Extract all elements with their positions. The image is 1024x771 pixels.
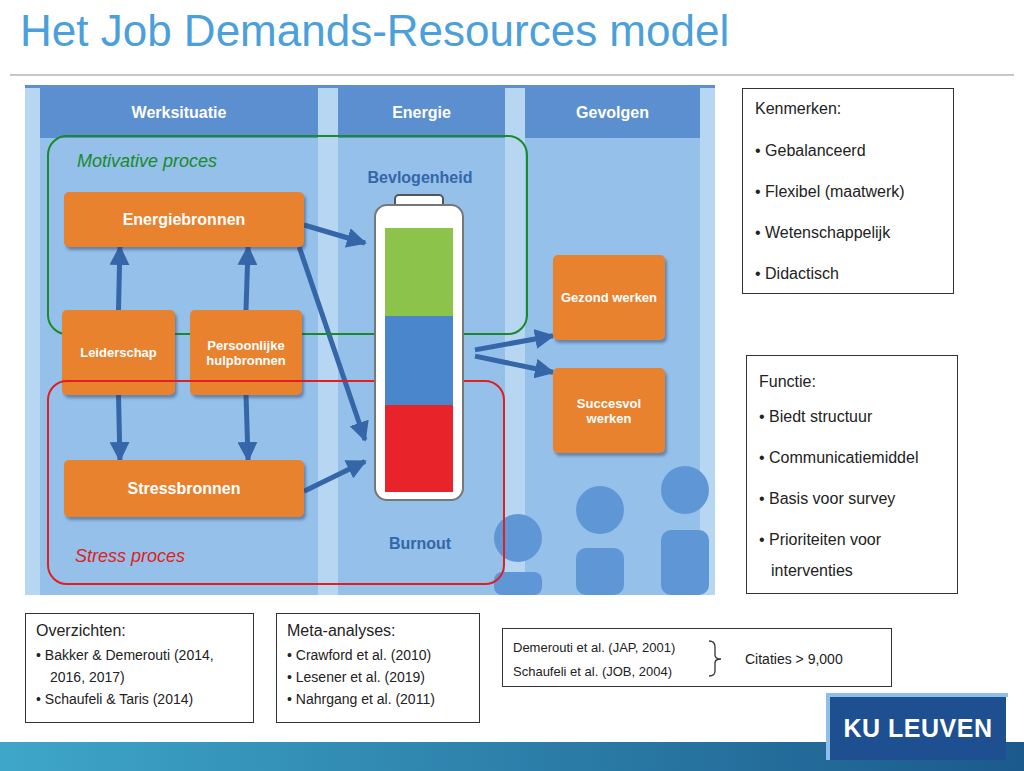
flow-arrow	[119, 395, 120, 460]
reference-box: Meta-analyses:• Crawford et al. (2010)• …	[276, 613, 480, 723]
node-label: • Biedt structuur	[759, 401, 945, 432]
node-label: Leiderschap	[80, 345, 157, 360]
process-box: Energiebronnen	[64, 192, 304, 247]
node-label: KU LEUVEN	[844, 714, 993, 743]
text-panel: Functie: • Biedt structuur • Communicatiem…	[746, 355, 958, 594]
node-label: Motivative proces	[77, 151, 217, 172]
node-label: Stress proces	[75, 546, 185, 567]
node-label: • Gebalanceerd	[755, 141, 941, 161]
title-rule	[10, 75, 1014, 76]
flow-arrow	[475, 356, 553, 372]
university-logo: KU LEUVEN	[830, 697, 1006, 760]
panel-heading: Meta-analyses:	[287, 620, 469, 642]
process-box: Stressbronnen	[64, 460, 304, 517]
process-box: Leiderschap	[62, 310, 175, 395]
column-header: Werksituatie	[40, 88, 318, 138]
node-label: • Crawford et al. (2010)	[287, 644, 469, 666]
column-band	[338, 85, 505, 595]
column-header: Energie	[338, 88, 505, 138]
flow-arrow	[304, 461, 365, 491]
flow-arrow	[304, 225, 365, 243]
reference-box: Overzichten:• Bakker & Demerouti (2014, …	[25, 613, 254, 723]
node-label: Schaufeli et al. (JOB, 2004)	[513, 664, 672, 679]
flow-arrow	[299, 247, 365, 440]
flow-arrow	[246, 395, 248, 460]
node-label: • Didactisch	[755, 264, 941, 284]
energy-battery: BevlogenheidBurnout	[365, 165, 475, 555]
outcome-box: Gezond werken	[553, 255, 665, 340]
flow-arrow	[475, 336, 553, 350]
node-label: Citaties > 9,000	[745, 651, 843, 667]
node-label: Stressbronnen	[128, 480, 241, 498]
node-label: • Wetenschappelijk	[755, 223, 941, 243]
people-illustration	[494, 466, 709, 595]
logo-frame	[826, 693, 1008, 760]
node-label: • Bakker & Demerouti (2014, 2016, 2017)	[36, 644, 243, 688]
panel-heading: Overzichten:	[36, 620, 243, 642]
node-label: • Nahrgang et al. (2011)	[287, 688, 469, 710]
outcome-box: Succesvol werken	[553, 368, 665, 453]
node-label: Werksituatie	[132, 104, 227, 122]
node-label: Succesvol werken	[559, 396, 659, 426]
process-box: Persoonlijke hulpbronnen	[190, 310, 302, 395]
panel-heading: Kenmerken:	[755, 99, 941, 119]
flow-arrow	[246, 247, 248, 310]
battery-symbol	[365, 165, 475, 555]
node-label: Energie	[392, 104, 451, 122]
column-band	[525, 85, 700, 595]
node-label: • Prioriteiten voor interventies	[759, 524, 945, 586]
column-band	[40, 85, 318, 595]
flow-arrow	[119, 247, 120, 310]
diagram-panel	[25, 85, 715, 595]
node-label: • Flexibel (maatwerk)	[755, 182, 941, 202]
brace-symbol	[703, 629, 733, 688]
node-label: • Basis voor survey	[759, 483, 945, 514]
node-label: Bevlogenheid	[365, 169, 475, 187]
node-label: Persoonlijke hulpbronnen	[196, 338, 296, 368]
column-header: Gevolgen	[525, 88, 700, 138]
node-label: Gezond werken	[561, 290, 657, 305]
panel-heading: Functie:	[759, 366, 945, 397]
node-label: • Lesener et al. (2019)	[287, 666, 469, 688]
slide-title: Het Job Demands-Resources model	[20, 6, 729, 56]
node-label: Energiebronnen	[123, 211, 246, 229]
text-panel: Kenmerken: • Gebalanceerd • Flexibel (maat…	[742, 88, 954, 294]
node-label: Gevolgen	[576, 104, 649, 122]
citation-box: Demerouti et al. (JAP, 2001) Schaufeli et…	[502, 628, 892, 687]
node-label: • Communicatiemiddel	[759, 442, 945, 473]
node-label: Demerouti et al. (JAP, 2001)	[513, 640, 675, 655]
node-label: • Schaufeli & Taris (2014)	[36, 688, 243, 710]
node-label: Burnout	[365, 535, 475, 553]
